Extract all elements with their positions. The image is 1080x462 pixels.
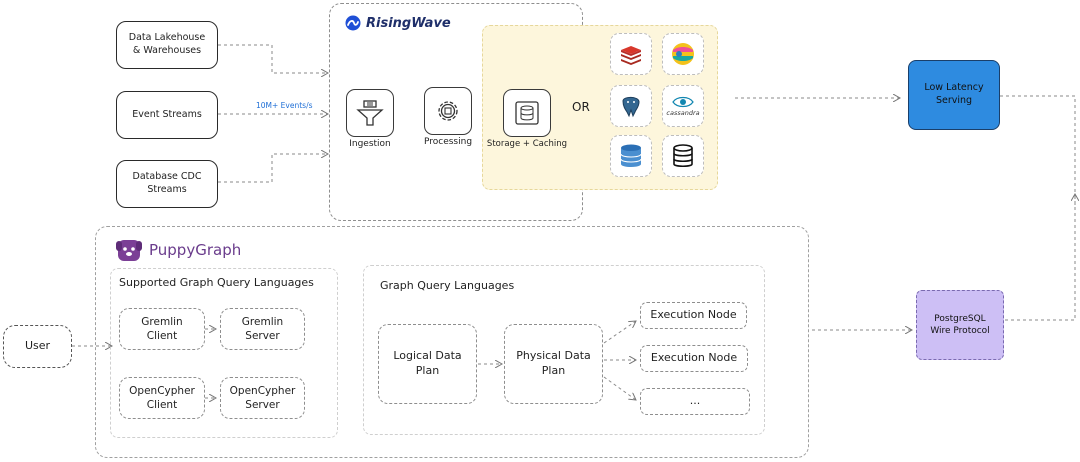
low-latency-serving-label: Low Latency Serving (924, 82, 984, 106)
execution-node-more-label: ... (689, 394, 701, 408)
redis-tile (610, 33, 652, 75)
puppygraph-logo: PuppyGraph (116, 237, 241, 263)
arrow-cdc-risingwave (218, 154, 328, 183)
postgres-wire-protocol-label: PostgreSQL Wire Protocol (930, 313, 990, 336)
supported-languages-panel (110, 268, 338, 438)
risingwave-wave-icon (345, 15, 361, 31)
user-label: User (24, 339, 51, 353)
funnel-icon (356, 100, 384, 126)
opencypher-client-label: OpenCypher Client (129, 384, 195, 411)
postgres-wire-protocol-box: PostgreSQL Wire Protocol (916, 290, 1004, 360)
elastic-tile (662, 33, 704, 75)
events-rate-label: 10M+ Events/s (256, 101, 313, 110)
storage-label: Storage + Caching (486, 139, 568, 149)
gremlin-client-label: Gremlin Client (141, 315, 183, 342)
source-cdc-label: Database CDC Streams (132, 171, 202, 195)
source-event-streams-label: Event Streams (132, 108, 202, 120)
execution-node-1-label: Execution Node (650, 308, 737, 322)
cassandra-eye-icon (672, 96, 694, 108)
source-lakehouse-label: Data Lakehouse & Warehouses (128, 32, 206, 56)
supported-languages-title: Supported Graph Query Languages (119, 276, 314, 289)
arrow-lakehouse-risingwave (218, 44, 328, 73)
storage-tile (503, 89, 551, 137)
cassandra-label: cassandra (666, 109, 700, 117)
logical-plan-label: Logical Data Plan (393, 349, 462, 377)
execution-node-2-label: Execution Node (650, 351, 738, 365)
risingwave-logo: RisingWave (345, 15, 451, 31)
storage-icon (515, 101, 539, 125)
physical-plan-label: Physical Data Plan (516, 349, 591, 377)
generic-db-tile (662, 135, 704, 177)
opencypher-server-box: OpenCypher Server (220, 377, 305, 419)
puppygraph-container (95, 226, 809, 458)
source-cdc: Database CDC Streams (116, 160, 218, 208)
postgresql-elephant-icon (622, 96, 640, 118)
gremlin-server-label: Gremlin Server (241, 315, 284, 342)
risingwave-brand: RisingWave (366, 15, 451, 31)
execution-node-1: Execution Node (640, 302, 747, 329)
graph-query-panel (363, 265, 765, 435)
execution-node-2: Execution Node (640, 345, 748, 372)
ingestion-tile (346, 89, 394, 137)
user-box: User (3, 325, 72, 368)
opencypher-client-box: OpenCypher Client (119, 377, 205, 419)
cassandra-tile: cassandra (662, 85, 704, 127)
logical-plan-box: Logical Data Plan (378, 324, 477, 404)
puppy-icon (116, 240, 142, 261)
puppygraph-brand: PuppyGraph (149, 241, 242, 259)
arrow-physical-more (603, 376, 636, 400)
or-label: OR (572, 100, 590, 114)
arrow-physical-exec1 (603, 321, 636, 344)
blue-database-icon (620, 144, 642, 167)
source-event-streams: Event Streams (116, 91, 218, 139)
opencypher-server-label: OpenCypher Server (229, 384, 296, 411)
gremlin-server-box: Gremlin Server (220, 308, 305, 350)
elastic-icon (672, 43, 694, 65)
low-latency-serving-box: Low Latency Serving (908, 60, 1000, 130)
processing-tile (424, 87, 472, 135)
graph-query-title: Graph Query Languages (380, 279, 515, 292)
postgres-tile (610, 85, 652, 127)
ingestion-label: Ingestion (349, 139, 391, 149)
gremlin-client-box: Gremlin Client (119, 308, 205, 350)
arrow-lowlatency-postgres (1000, 95, 1076, 321)
execution-node-more: ... (640, 388, 750, 415)
database-icon (673, 144, 693, 168)
physical-plan-box: Physical Data Plan (504, 324, 603, 404)
redis-icon (621, 46, 641, 65)
source-lakehouse: Data Lakehouse & Warehouses (116, 21, 218, 69)
processing-label: Processing (423, 137, 473, 147)
dynamodb-tile (610, 135, 652, 177)
gear-icon (438, 101, 458, 121)
